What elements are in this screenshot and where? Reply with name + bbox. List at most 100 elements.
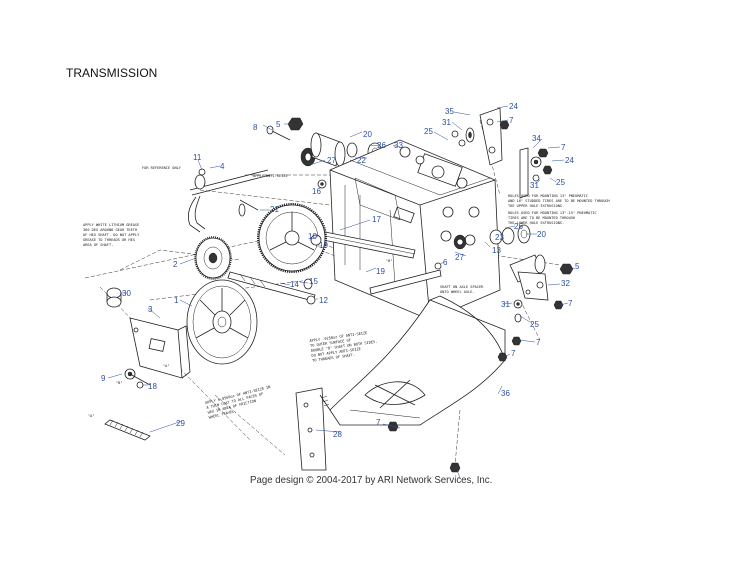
note-grease-line-1: APPLY WHITE LITHIUM GREASE — [83, 223, 139, 227]
callout-31-right: 31 — [530, 181, 539, 190]
callout-7-right-2: 7 — [568, 299, 573, 308]
note-outer-surface-line-4: DO NOT APPLY ANTI-SEIZE — [311, 347, 361, 358]
callout-1: 1 — [174, 296, 179, 305]
callout-11: 11 — [193, 153, 202, 162]
callout-9: 9 — [101, 374, 106, 383]
callout-5-right: 5 — [575, 262, 580, 271]
note-grease-line-2: 360 DEG AROUND GEAR TEETH — [83, 228, 137, 232]
note-holes-upper-line-3: THE UPPER HOLE EXTRUSIONS. — [508, 204, 564, 208]
note-grease-line-5: AREA OF SHAFT. — [83, 243, 113, 247]
callout-22: 22 — [357, 156, 366, 165]
label-a-mid: "A" — [163, 364, 170, 368]
note-grease-line-4: GREASE TO THREADS OR HEX — [83, 238, 136, 242]
callout-32: 32 — [561, 279, 570, 288]
callout-23: 23 — [495, 233, 504, 242]
callout-leaders — [107, 105, 576, 479]
part-plate-28 — [295, 387, 331, 471]
callout-5-top: 5 — [276, 120, 281, 129]
part-top-right-bracket-35 — [465, 107, 503, 166]
part-bracket-3 — [129, 317, 191, 379]
callout-17: 17 — [372, 215, 381, 224]
part-clip-11 — [198, 168, 206, 176]
note-for-reference: FOR REFERENCE ONLY — [142, 166, 182, 170]
part-gear-10 — [257, 203, 327, 273]
note-holes-upper-line-1: HOLES USED FOR MOUNTING 13" PNEUMATIC — [508, 194, 588, 198]
callout-13: 13 — [492, 246, 501, 255]
part-bottom-cover-36 — [329, 295, 506, 426]
note-outer-surface-line-2: TO OUTER SURFACE OF — [310, 338, 351, 348]
callout-33: 33 — [394, 141, 403, 150]
callout-14: 14 — [290, 280, 299, 289]
callout-7-top: 7 — [509, 116, 514, 125]
part-friction-wheel-1 — [186, 279, 258, 365]
copyright-footer: Page design © 2004-2017 by ARI Network S… — [250, 474, 493, 486]
part-nut-16 — [317, 179, 327, 189]
callout-36: 36 — [501, 389, 510, 398]
callout-24-right: 24 — [565, 156, 574, 165]
callout-25-top: 25 — [424, 127, 433, 136]
callout-8: 8 — [253, 123, 258, 132]
note-grease-line-3: OF HEX SHAFT. DO NOT APPLY — [83, 233, 140, 237]
callout-31-top: 31 — [442, 118, 451, 127]
part-small-parts-25-31 — [451, 130, 523, 323]
part-bushing-8 — [266, 125, 316, 167]
callout-21: 21 — [270, 205, 279, 214]
callout-27-right: 27 — [455, 253, 464, 262]
callout-7-right-3: 7 — [536, 338, 541, 347]
callout-27-top: 27 — [327, 156, 336, 165]
part-shaft-4 — [188, 169, 271, 233]
callout-7-right-4: 7 — [511, 349, 516, 358]
note-anti-seize: APPLY ANTI-SEIZE — [253, 174, 288, 178]
callout-7-bottom: 7 — [376, 418, 381, 427]
note-holes-lower-line-3: THE LOWER HOLE EXTRUSIONS. — [508, 221, 564, 225]
callout-12: 12 — [319, 296, 328, 305]
callout-26-right: 26 — [514, 222, 523, 231]
callout-18: 18 — [148, 382, 157, 391]
callout-6: 6 — [443, 258, 448, 267]
label-b-right: "B" — [386, 259, 393, 263]
part-right-bracket-32 — [517, 271, 549, 301]
note-axle-spacer-line-2: ONTO WHEEL AXLE. — [440, 290, 475, 294]
callout-31-bottom: 31 — [501, 300, 510, 309]
callout-28: 28 — [333, 430, 342, 439]
part-bushing-30 — [106, 287, 122, 308]
callout-34: 34 — [532, 134, 541, 143]
part-spacer-15 — [303, 278, 316, 305]
part-transmission-housing — [329, 139, 501, 321]
callout-3: 3 — [148, 305, 153, 314]
part-washer-21 — [238, 199, 259, 217]
callout-4: 4 — [220, 162, 225, 171]
part-spring-29 — [104, 419, 151, 441]
page-title: TRANSMISSION — [66, 66, 158, 80]
callout-35: 35 — [445, 107, 454, 116]
note-holes-lower-line-2: TIRES ARE TO BE MOUNTED THROUGH — [508, 216, 575, 220]
callout-29: 29 — [176, 419, 185, 428]
part-sprocket-2 — [194, 236, 232, 280]
part-nuts-7 — [387, 120, 564, 473]
callout-20-top: 20 — [363, 130, 372, 139]
callout-24-top: 24 — [509, 102, 518, 111]
callout-16: 16 — [312, 187, 321, 196]
label-b: "B" — [116, 381, 123, 385]
part-axle-spacer-6 — [369, 262, 442, 295]
callout-10: 10 — [308, 232, 317, 241]
note-hex-area-line-4: WHEEL TRAVEL. — [208, 409, 236, 420]
note-holes-upper-line-2: AND 16" STUDDED TIRES ARE TO BE MOUNTED … — [508, 199, 610, 203]
callout-20-right: 20 — [537, 230, 546, 239]
note-outer-surface-line-5: TO THREADS OF SHAFT. — [312, 353, 355, 363]
callout-26-top: 26 — [377, 141, 386, 150]
part-nut-5-right — [559, 263, 574, 275]
callout-15: 15 — [309, 277, 318, 286]
part-right-bushings-26 — [453, 224, 531, 250]
callout-19-mid: 19 — [319, 241, 328, 250]
callout-25-bottom: 25 — [530, 320, 539, 329]
callout-2: 2 — [173, 260, 178, 269]
callout-25-right: 25 — [556, 178, 565, 187]
label-a-left: "A" — [88, 414, 95, 418]
callout-30: 30 — [122, 289, 131, 298]
callout-7-right-1: 7 — [561, 143, 566, 152]
note-holes-lower-line-1: HOLES USED FOR MOUNTING 13"-15" PNEUMATI… — [508, 211, 597, 215]
part-right-bracket-34 — [519, 147, 542, 199]
note-axle-spacer-line-1: SHAFT ON AXLE SPACER — [440, 285, 484, 289]
